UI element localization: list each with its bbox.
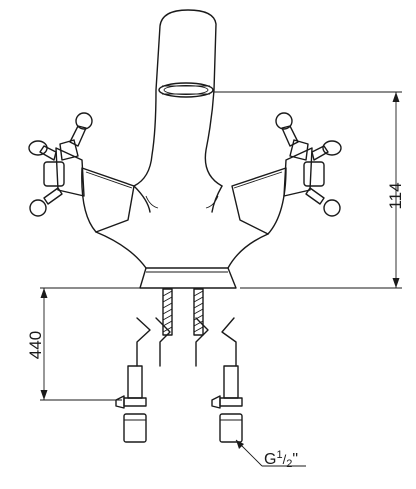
left-knob-down (29, 199, 47, 217)
thread-fraction-slash: / (283, 452, 287, 467)
connector-right-clip (211, 395, 221, 409)
faucet-body (95, 185, 269, 289)
base-collar (139, 267, 237, 289)
dimension-hose-length: 440 (26, 287, 150, 401)
dimension-spout-height: 114 (214, 91, 405, 289)
right-housing-line (233, 171, 283, 189)
right-handle (231, 112, 342, 235)
leader-arrowhead (236, 440, 244, 449)
right-valve-housing (231, 167, 287, 235)
left-knob-left (28, 140, 48, 156)
arrowhead-hose-bottom (40, 390, 48, 400)
hose-right-inner (221, 317, 237, 367)
left-arm-up (69, 125, 87, 147)
connector-right-tube (223, 365, 239, 399)
thread-fraction-den: 2 (286, 458, 292, 470)
arrowhead-top (392, 92, 400, 102)
arrowhead-hose-top (40, 288, 48, 298)
body-right-curve (227, 233, 269, 269)
thread-inch-mark: " (292, 451, 298, 468)
connector-right-nut (219, 413, 243, 443)
right-center-boss (303, 161, 325, 187)
connector-right-crimp (219, 397, 243, 407)
hose-left-outer (136, 317, 151, 367)
right-knob-down (323, 199, 341, 217)
thread-callout: G1/2" (235, 439, 306, 470)
stud-right-thread (193, 290, 204, 333)
body-crease-lines (145, 195, 219, 209)
hose-left-inner (155, 317, 171, 367)
spout-body (133, 9, 223, 187)
left-center-boss (43, 161, 65, 187)
aerator (158, 82, 214, 98)
aerator-inner (163, 85, 209, 95)
spout (133, 9, 223, 187)
right-knob-right (322, 140, 342, 156)
thread-spec-label: G1/2" (264, 449, 298, 470)
body-inner-shoulders (133, 185, 223, 213)
left-hub-cap (59, 139, 79, 161)
arrowhead-bottom (392, 278, 400, 288)
left-hub (55, 147, 85, 197)
left-handle (28, 112, 135, 233)
connector-left-crimp (123, 397, 147, 407)
connector-left-tube (127, 365, 143, 399)
left-arm-left (39, 145, 57, 161)
right-hub (283, 147, 313, 197)
connector-right (211, 365, 243, 443)
left-knob-up (75, 112, 93, 130)
hose-length-label: 440 (26, 331, 45, 359)
connector-left-clip (115, 395, 125, 409)
connector-left-nut (123, 413, 147, 443)
body-left-curve (95, 231, 147, 269)
flex-hoses (136, 317, 237, 367)
right-arm-down (305, 187, 325, 205)
right-arm-up (281, 125, 299, 147)
right-knob-up (275, 112, 293, 130)
left-housing-line (85, 171, 133, 189)
mounting-studs (162, 288, 204, 336)
connector-left (115, 365, 147, 443)
thread-main: G (264, 451, 276, 468)
stud-right (193, 288, 204, 336)
spout-height-label: 114 (386, 182, 405, 209)
stud-left-thread (162, 290, 173, 333)
left-arm-down (43, 187, 63, 205)
right-arm-right (311, 145, 329, 161)
hose-right-outer (195, 317, 209, 367)
left-valve-housing (81, 167, 135, 233)
right-hub-cap (289, 139, 309, 161)
thread-fraction-num: 1 (276, 449, 282, 461)
